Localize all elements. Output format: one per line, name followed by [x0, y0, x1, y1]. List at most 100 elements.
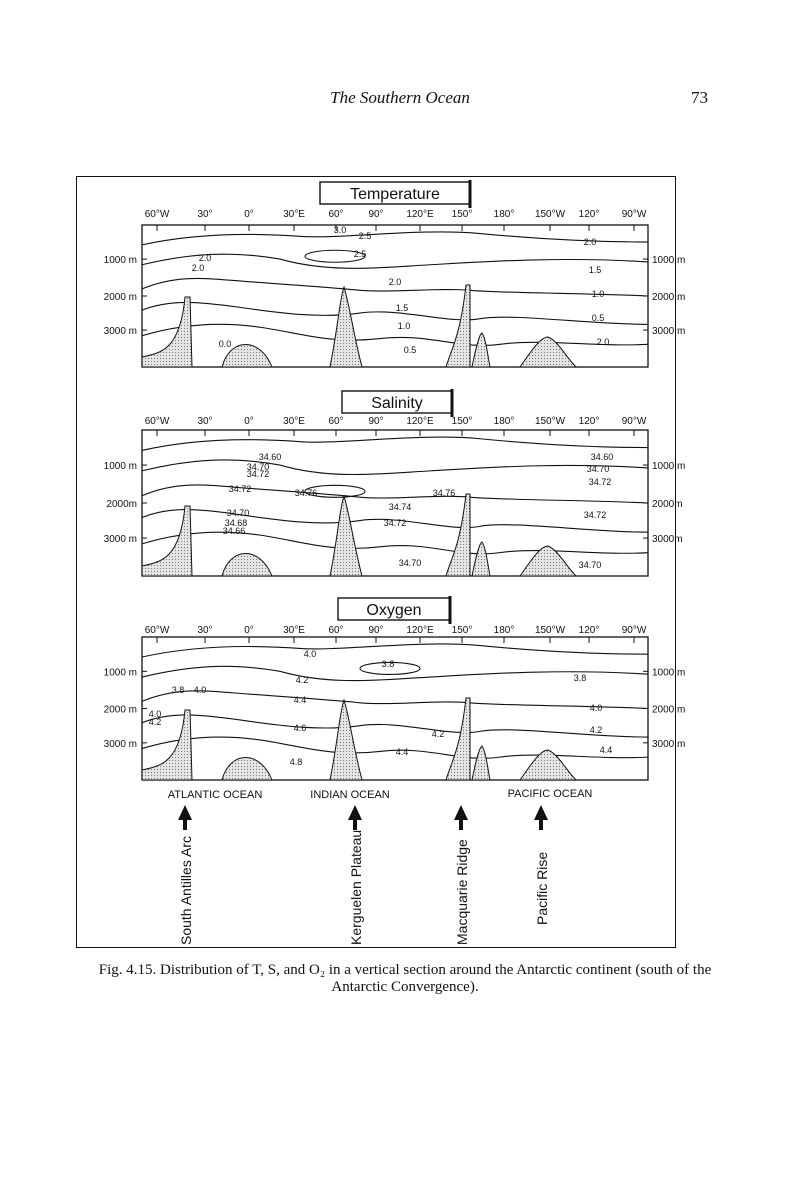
isoline-group — [141, 643, 649, 759]
longitude-tick-label: 120°E — [406, 416, 434, 427]
isoline-value-label: 2.5 — [354, 249, 367, 259]
isoline-value-label: 2.5 — [359, 231, 372, 241]
isoline-value-label: 1.0 — [398, 321, 411, 331]
panel-title-box: Oxygen — [337, 596, 452, 624]
isoline-value-label: 2.0 — [199, 253, 212, 263]
longitude-tick-label: 150°W — [535, 209, 566, 220]
isoline — [141, 436, 649, 451]
isoline — [141, 253, 649, 269]
isoline-value-label: 4.2 — [296, 675, 309, 685]
ocean-label-atlantic: ATLANTIC OCEAN — [168, 789, 263, 801]
panel-title: Temperature — [350, 186, 440, 203]
depth-label-right: 3000 m — [652, 326, 685, 337]
isoline-value-label: 4.2 — [149, 717, 162, 727]
longitude-tick-label: 60°W — [145, 209, 170, 220]
isoline-value-label: 4.2 — [590, 725, 603, 735]
isoline — [141, 459, 649, 476]
isoline-value-label: 4.8 — [290, 757, 303, 767]
depth-label-left: 1000 m — [104, 255, 137, 266]
isoline-group — [141, 436, 649, 555]
depth-label-right: 2000m — [652, 499, 683, 510]
longitude-tick-label: 30°E — [283, 209, 305, 220]
isoline-value-label: 34.72 — [384, 518, 407, 528]
isoline-value-label: 4.4 — [396, 747, 409, 757]
isoline-value-label: 0.5 — [592, 313, 605, 323]
longitude-tick-label: 150° — [452, 209, 473, 220]
isoline-value-label: 1.0 — [592, 289, 605, 299]
longitude-tick-label: 90°W — [622, 416, 647, 427]
panel-title-box: Salinity — [341, 389, 454, 417]
arrow-pacific-rise-icon — [534, 805, 548, 830]
arrow-kerguelen-icon — [348, 805, 362, 830]
isoline — [141, 509, 649, 533]
isoline-value-label: 34.76 — [433, 488, 456, 498]
panel-frame — [141, 636, 649, 781]
isoline-value-label: 4.0 — [194, 685, 207, 695]
isoline-value-label: 4.0 — [590, 703, 603, 713]
figure-caption: Fig. 4.15. Distribution of T, S, and O₂ … — [98, 962, 712, 995]
isoline-value-label: 34.70 — [579, 560, 602, 570]
longitude-tick-label: 30°E — [283, 416, 305, 427]
isoline-loop — [359, 661, 421, 676]
longitude-tick-label: 60°W — [145, 416, 170, 427]
isoline — [141, 531, 649, 555]
longitude-tick-label: 90° — [368, 416, 383, 427]
isoline-value-label: 3.8 — [382, 659, 395, 669]
isoline — [141, 231, 649, 246]
isoline-value-label: 34.72 — [589, 477, 612, 487]
page-number: 73 — [691, 88, 708, 107]
bottom-topography — [141, 697, 578, 781]
depth-label-left: 2000 m — [104, 705, 137, 716]
isoline-value-label: 2.0 — [584, 237, 597, 247]
depth-label-left: 2000m — [106, 499, 137, 510]
longitude-tick-label: 30° — [197, 209, 212, 220]
isoline-value-label: 2.0 — [389, 277, 402, 287]
isoline — [141, 643, 649, 658]
longitude-tick-label: 60° — [328, 209, 343, 220]
isoline-value-label: 4.4 — [600, 745, 613, 755]
longitude-tick-label: 120°E — [406, 625, 434, 636]
isoline-value-label: 2.0 — [192, 263, 205, 273]
isoline-value-label: 1.5 — [396, 303, 409, 313]
longitude-tick-label: 150° — [452, 416, 473, 427]
feature-macquarie-ridge: Macquarie Ridge — [454, 839, 470, 945]
depth-label-left: 3000 m — [104, 739, 137, 750]
depth-label-right: 1000 m — [652, 255, 685, 266]
running-title: The Southern Ocean — [330, 88, 470, 107]
isoline-value-label: 34.70 — [227, 508, 250, 518]
isoline-value-label: 1.5 — [589, 265, 602, 275]
longitude-tick-label: 120°E — [406, 209, 434, 220]
longitude-tick-label: 0° — [244, 625, 254, 636]
isoline-group — [141, 231, 649, 346]
isoline-value-label: 34.70 — [247, 462, 270, 472]
isoline — [141, 665, 649, 682]
longitude-tick-label: 180° — [494, 209, 515, 220]
isoline-value-label: 34.68 — [225, 518, 248, 528]
longitude-tick-label: 60°W — [145, 625, 170, 636]
longitude-tick-label: 30° — [197, 625, 212, 636]
depth-label-left: 1000 m — [104, 461, 137, 472]
bottom-topography — [141, 493, 578, 577]
longitude-tick-label: 90° — [368, 625, 383, 636]
feature-south-antilles-arc: South Antilles Arc — [178, 836, 194, 945]
depth-label-right: 2000 m — [652, 705, 685, 716]
depth-label-right: 2000 m — [652, 292, 685, 303]
isoline-loop — [304, 249, 366, 263]
isoline-value-label: 34.72 — [247, 469, 270, 479]
arrow-macquarie-icon — [454, 805, 468, 830]
feature-pacific-rise: Pacific Rise — [534, 852, 550, 925]
isoline-value-label: 34.70 — [587, 464, 610, 474]
isoline-value-label: 34.76 — [295, 488, 318, 498]
bottom-topography — [141, 284, 578, 368]
isoline-value-label: 3.8 — [574, 673, 587, 683]
longitude-tick-label: 150° — [452, 625, 473, 636]
longitude-tick-label: 30°E — [283, 625, 305, 636]
longitude-tick-label: 90°W — [622, 625, 647, 636]
isoline-value-label: 4.0 — [304, 649, 317, 659]
isoline-value-label: 0.5 — [404, 345, 417, 355]
isoline-value-label: 34.60 — [259, 452, 282, 462]
